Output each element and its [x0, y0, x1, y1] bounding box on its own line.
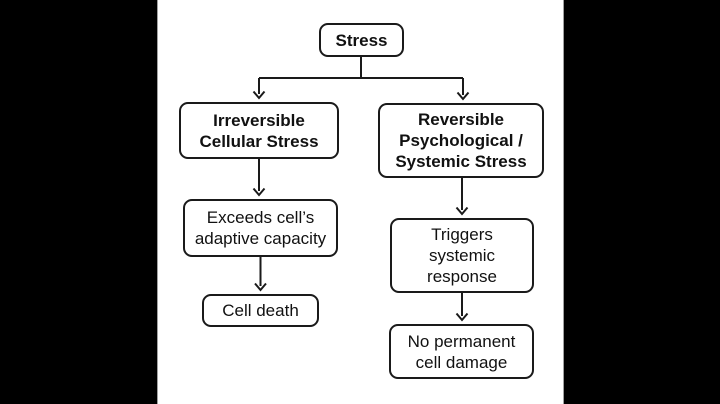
edge-stress-branch	[252, 57, 470, 101]
arrow-down-icon	[254, 282, 267, 292]
node-irreversible-cellular-stress: Irreversible Cellular Stress	[179, 102, 339, 159]
node-stress: Stress	[319, 23, 404, 57]
edge-triggers-no-damage	[455, 293, 469, 322]
node-no-permanent-cell-damage: No permanent cell damage	[389, 324, 534, 379]
arrow-down-icon	[455, 206, 469, 216]
arrow-down-icon	[455, 312, 469, 322]
edge-reversible-triggers	[455, 178, 469, 216]
diagram-canvas: Stress Irreversible Cellular Stress Reve…	[157, 0, 564, 404]
node-cell-death: Cell death	[202, 294, 319, 327]
node-exceeds-adaptive-capacity: Exceeds cell’s adaptive capacity	[183, 199, 338, 257]
edge-exceeds-cell-death	[254, 257, 267, 292]
arrow-down-icon	[252, 90, 266, 100]
arrow-down-icon	[252, 187, 266, 197]
arrow-down-icon	[456, 91, 470, 101]
node-triggers-systemic-response: Triggers systemic response	[390, 218, 534, 293]
edge-irreversible-exceeds	[252, 159, 266, 197]
node-reversible-psychological-systemic-stress: Reversible Psychological / Systemic Stre…	[378, 103, 544, 178]
